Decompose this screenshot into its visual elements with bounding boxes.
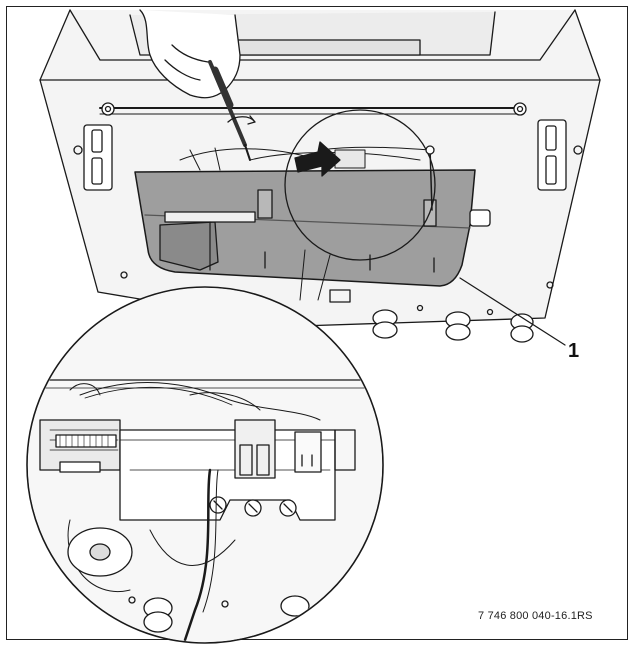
- callout-label: 1: [568, 340, 580, 362]
- down-arrow-icon: [294, 141, 341, 177]
- callout-leader: [459, 277, 566, 346]
- hand-with-screwdriver-icon: [139, 9, 251, 161]
- left-vent-slots: [73, 124, 128, 279]
- detail-zoom-view: [26, 286, 384, 644]
- control-panel: [134, 169, 491, 287]
- document-code: 7 746 800 040-16.1RS: [478, 610, 593, 622]
- zoom-connector: [299, 249, 331, 301]
- screw: [425, 145, 435, 211]
- right-vent-slots: [537, 119, 583, 289]
- rotate-arrow-icon: [227, 115, 256, 125]
- bottom-connectors: [329, 289, 534, 343]
- zoom-source-circle: [284, 109, 436, 261]
